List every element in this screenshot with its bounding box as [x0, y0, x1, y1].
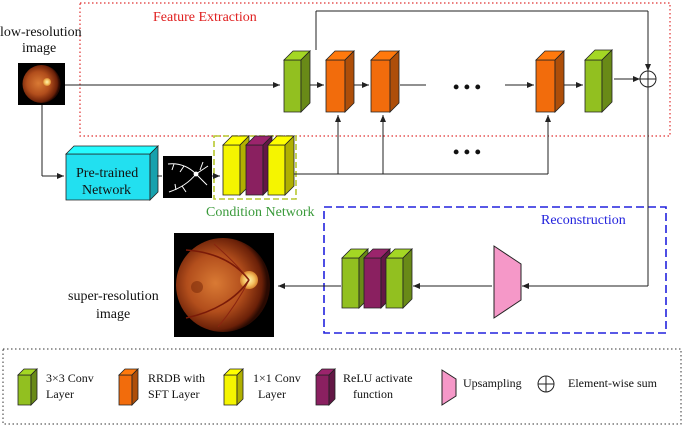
input-label-line1: low-resolution [0, 25, 82, 40]
pretrained-label-line1: Pre-trained [76, 166, 138, 181]
legend-rrdb-swatch-front [118, 374, 133, 406]
legend-conv3-line1: 3×3 Conv [46, 371, 94, 385]
condition-network-title: Condition Network [206, 205, 315, 220]
output-label-line2: image [96, 307, 130, 322]
condition-conv1-layer-1-front [222, 144, 241, 196]
condition-conv1-layer-2-side [284, 135, 295, 196]
conv3-layer-2-side [601, 49, 613, 113]
layer-blocks [222, 49, 613, 309]
condition-relu-layer-front [245, 144, 264, 196]
rrdb-sft-layer-1-front [325, 59, 346, 113]
recon-conv3-layer-2 [385, 248, 413, 309]
legend-relu-swatch [315, 368, 336, 406]
ellipsis-condition: • • • [453, 142, 481, 162]
rrdb-sft-layer-3-side [554, 50, 565, 113]
legend-conv1-swatch-front [223, 374, 238, 406]
input-label-line2: image [22, 41, 56, 56]
ellipsis-main: • • • [453, 77, 481, 97]
conv3-layer-1 [283, 50, 311, 113]
pretrained-label-line2: Network [82, 183, 131, 198]
legend-swatches [17, 368, 336, 406]
legend-conv3-line2: Layer [46, 387, 74, 401]
pretrained-network-cube-top [65, 145, 159, 155]
legend-conv1-line1: 1×1 Conv [253, 371, 301, 385]
legend-conv3-swatch [17, 368, 38, 406]
recon-relu-layer-front [363, 257, 382, 309]
rrdb-sft-layer-1 [325, 50, 355, 113]
recon-conv3-layer-2-side [402, 248, 413, 309]
rrdb-sft-layer-2-side [389, 50, 400, 113]
conv3-layer-1-front [283, 59, 302, 113]
legend-relu-line1: ReLU activate [343, 371, 413, 385]
low-resolution-image [18, 63, 65, 105]
rrdb-sft-layer-3-front [535, 59, 556, 113]
condition-conv1-layer-1 [222, 135, 250, 196]
feature-extraction-region [79, 2, 671, 137]
legend-relu-line2: function [353, 387, 393, 401]
legend-sum-label: Element-wise sum [568, 376, 658, 390]
pretrained-network-cube-side [149, 145, 159, 201]
condition-conv1-layer-2 [267, 135, 295, 196]
legend-rrdb-line1: RRDB with [148, 371, 205, 385]
upsampling-block [493, 245, 522, 319]
super-resolution-image [174, 233, 274, 337]
connections [41, 10, 651, 289]
reconstruction-region [323, 206, 667, 334]
pretrained-network-cube [65, 145, 159, 201]
rrdb-sft-layer-3 [535, 50, 565, 113]
rrdb-sft-layer-2 [370, 50, 400, 113]
recon-conv3-layer-2-front [385, 257, 404, 309]
element-wise-sum-node [639, 70, 657, 88]
legend-rrdb-swatch [118, 368, 139, 406]
output-label-line1: super-resolution [68, 289, 159, 304]
legend-conv3-swatch-side [30, 368, 38, 406]
legend-conv1-swatch [223, 368, 244, 406]
conv3-layer-2 [584, 49, 613, 113]
legend-conv1-swatch-side [236, 368, 244, 406]
legend-rrdb-line2: SFT Layer [148, 387, 199, 401]
reconstruction-title: Reconstruction [541, 213, 626, 228]
feature-extraction-title: Feature Extraction [153, 10, 257, 25]
legend-rrdb-swatch-side [131, 368, 139, 406]
legend-relu-swatch-side [328, 368, 336, 406]
rrdb-sft-layer-1-side [344, 50, 355, 113]
condition-conv1-layer-2-front [267, 144, 286, 196]
recon-conv3-layer-1-front [341, 257, 360, 309]
legend-relu-swatch-front [315, 374, 330, 406]
legend-conv3-swatch-front [17, 374, 32, 406]
rrdb-sft-layer-2-front [370, 59, 391, 113]
conv3-layer-1-side [300, 50, 311, 113]
pretrained-network-block [65, 145, 159, 201]
conv3-layer-2-front [584, 59, 603, 113]
vessel-map-image [163, 156, 212, 198]
legend-sum-icon [537, 375, 555, 393]
legend-upsampling-label: Upsampling [463, 376, 522, 390]
legend-upsampling-swatch [441, 369, 457, 406]
legend-box [2, 348, 682, 425]
legend-conv1-line2: Layer [258, 387, 286, 401]
